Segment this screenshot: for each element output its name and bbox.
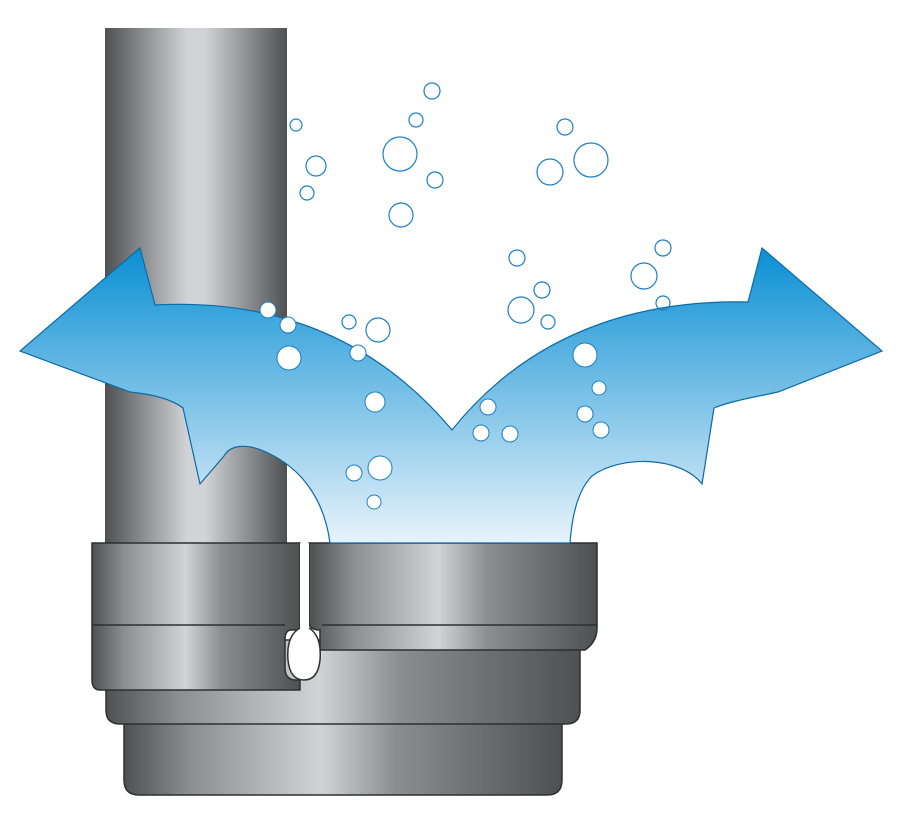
air-bubble-icon (592, 421, 610, 439)
air-bubble-icon (655, 295, 671, 311)
collar-slot-outline (287, 627, 322, 681)
air-bubble-icon (540, 314, 556, 330)
air-bubble-icon (472, 424, 490, 442)
air-bubble-icon (572, 342, 598, 368)
air-bubble-icon (276, 345, 302, 371)
air-bubble-icon (365, 317, 391, 343)
air-bubble-icon (591, 380, 607, 396)
air-bubble-icon (408, 112, 424, 128)
air-bubble-icon (299, 185, 315, 201)
air-bubble-icon (630, 262, 658, 290)
collar-slot (287, 543, 321, 680)
bubble-group (259, 82, 672, 510)
air-bubble-icon (305, 155, 327, 177)
air-bubble-icon (533, 281, 551, 299)
air-bubble-icon (364, 391, 386, 413)
pipe-base-block (123, 719, 563, 796)
air-bubble-icon (388, 202, 414, 228)
air-bubble-icon (367, 455, 393, 481)
air-bubble-icon (349, 344, 367, 362)
air-bubble-icon (382, 136, 418, 172)
air-bubble-icon (479, 398, 497, 416)
air-bubble-icon (573, 142, 609, 178)
air-bubble-icon (423, 82, 441, 100)
right-collar (308, 542, 598, 651)
air-bubble-icon (576, 405, 594, 423)
air-bubble-icon (556, 118, 574, 136)
air-bubble-icon (259, 301, 277, 319)
air-bubble-icon (536, 158, 564, 186)
air-bubble-icon (345, 464, 363, 482)
left-collar (91, 542, 301, 691)
air-bubble-icon (507, 296, 535, 324)
split-flow-arrow-icon (18, 246, 884, 544)
air-bubble-icon (279, 316, 297, 334)
air-bubble-icon (426, 171, 444, 189)
air-bubble-icon (341, 314, 357, 330)
air-bubble-icon (654, 239, 672, 257)
air-bubble-icon (508, 249, 526, 267)
air-bubble-icon (501, 425, 519, 443)
air-bubble-icon (366, 494, 382, 510)
air-bubble-icon (289, 118, 303, 132)
